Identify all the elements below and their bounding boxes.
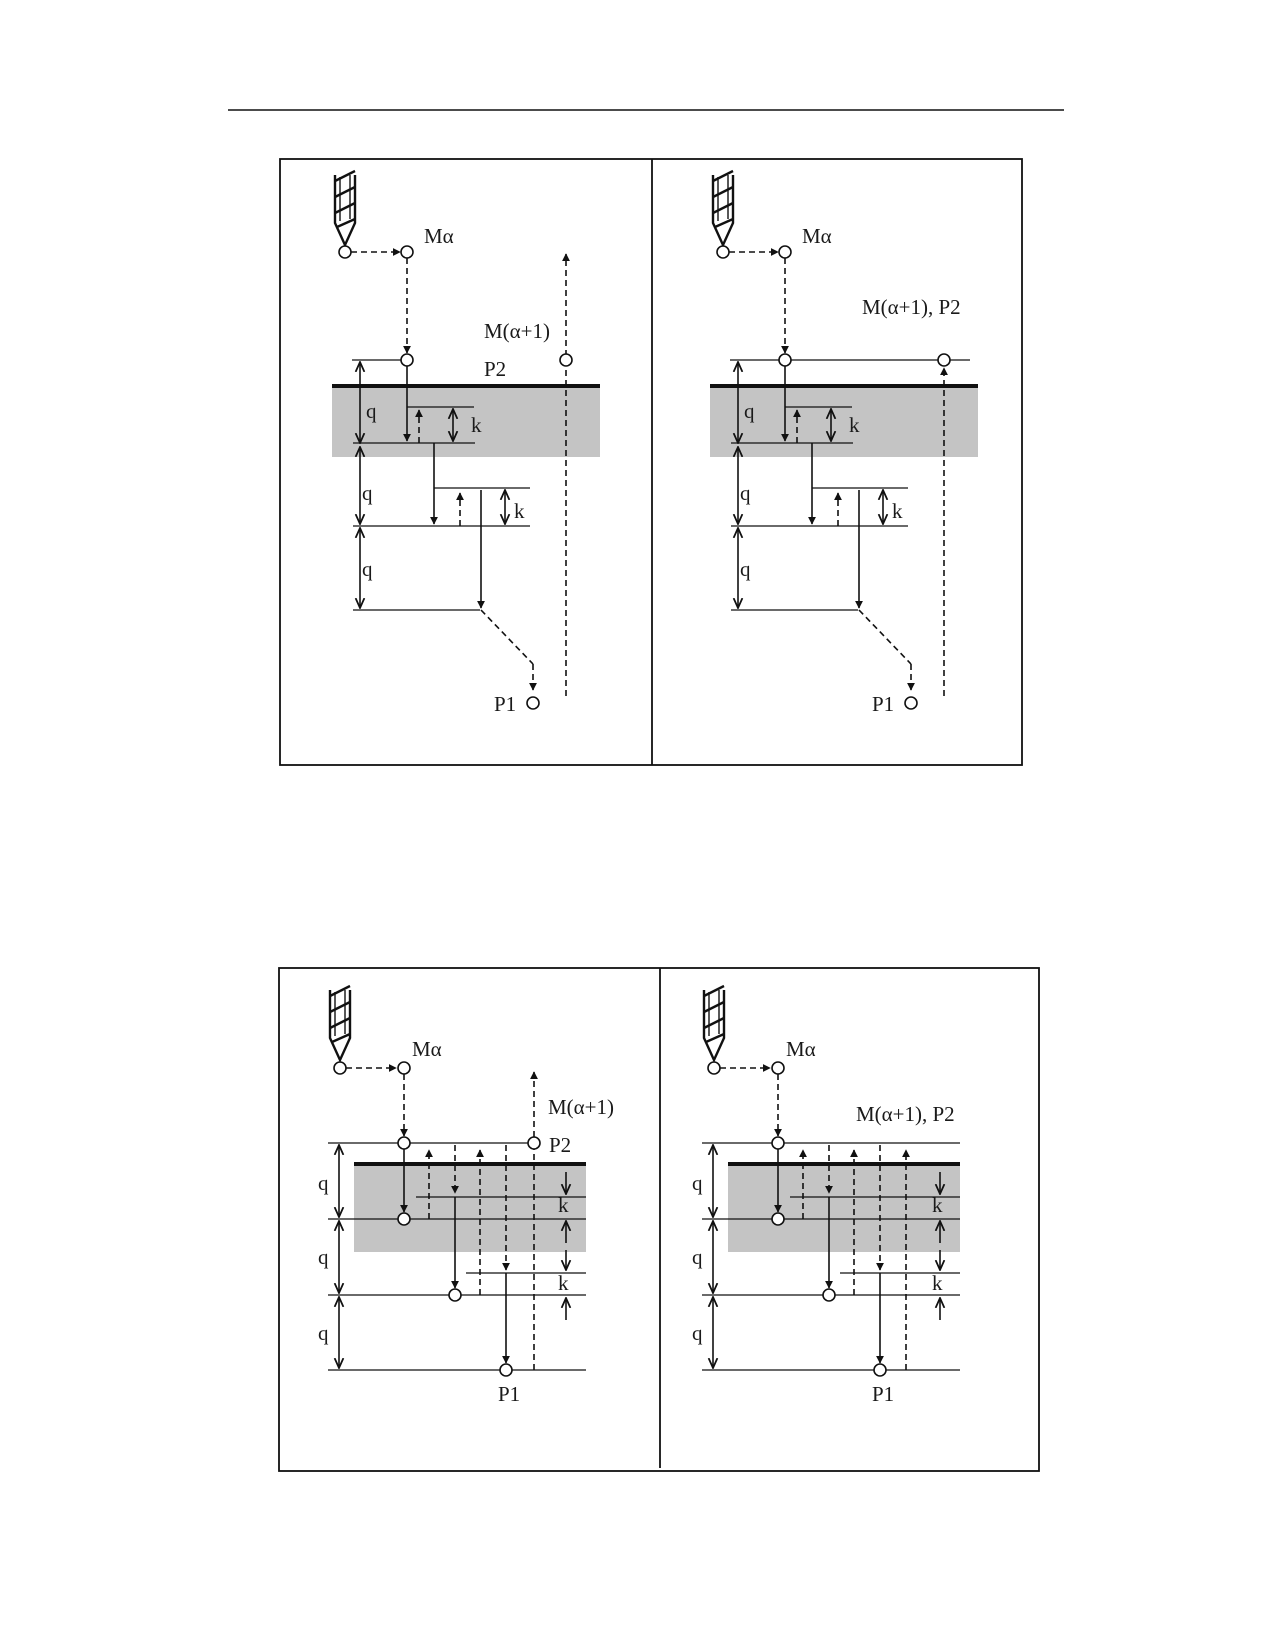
- label-k: k: [892, 499, 903, 523]
- fig1-right-panel: Mα M(α+1), P2 q q q k k: [710, 169, 978, 716]
- drill-icon: [711, 169, 735, 247]
- drill-icon: [328, 984, 352, 1062]
- start-point: [333, 1061, 347, 1075]
- figure-2-frame: [278, 967, 1040, 1472]
- figure-1-frame: [279, 158, 1023, 766]
- fig1-left-panel: Mα P2 q q q k k: [332, 169, 600, 716]
- point-p1: [526, 696, 540, 710]
- label-k: k: [558, 1271, 569, 1295]
- point-r: [400, 353, 414, 367]
- point-m-alpha: [397, 1061, 411, 1075]
- fig2-left-panel: Mα P2 M(α+1) q q q: [318, 984, 614, 1406]
- label-m-alpha-next-p2: M(α+1), P2: [856, 1102, 955, 1126]
- label-p1: P1: [872, 692, 894, 716]
- point-m-alpha-next-p2: [937, 353, 951, 367]
- label-m-alpha-next-p2: M(α+1), P2: [862, 295, 961, 319]
- point-p1: [873, 1363, 887, 1377]
- rapid-to-p1: [858, 609, 912, 665]
- workpiece: [728, 1164, 960, 1252]
- label-q: q: [740, 557, 751, 581]
- point-m-alpha: [778, 245, 792, 259]
- label-m-alpha: Mα: [786, 1037, 816, 1061]
- label-m-alpha-next: M(α+1): [484, 319, 550, 343]
- figure-1: Mα P2 q q q k k: [279, 158, 1023, 766]
- label-k: k: [849, 413, 860, 437]
- point-m-alpha: [771, 1061, 785, 1075]
- figure-2: Mα P2 M(α+1) q q q: [278, 967, 1040, 1472]
- label-k: k: [514, 499, 525, 523]
- workpiece: [354, 1164, 586, 1252]
- label-q: q: [318, 1245, 329, 1269]
- point-p1: [904, 696, 918, 710]
- label-p2: P2: [549, 1133, 571, 1157]
- label-m-alpha-next: M(α+1): [548, 1095, 614, 1119]
- label-q: q: [366, 399, 377, 423]
- label-m-alpha: Mα: [424, 224, 454, 248]
- point-depth: [397, 1212, 411, 1226]
- start-point: [338, 245, 352, 259]
- label-q: q: [318, 1171, 329, 1195]
- point-depth: [822, 1288, 836, 1302]
- label-k: k: [932, 1271, 943, 1295]
- point-depth: [448, 1288, 462, 1302]
- label-q: q: [362, 557, 373, 581]
- label-q: q: [692, 1171, 703, 1195]
- label-p1: P1: [494, 692, 516, 716]
- label-m-alpha: Mα: [412, 1037, 442, 1061]
- fig2-right-panel: Mα M(α+1), P2 q q q P1: [692, 984, 960, 1406]
- rapid-to-p1: [480, 609, 534, 665]
- label-q: q: [740, 481, 751, 505]
- point-m-alpha-next: [559, 353, 573, 367]
- label-q: q: [744, 399, 755, 423]
- start-point: [707, 1061, 721, 1075]
- label-k: k: [932, 1193, 943, 1217]
- point-p1: [499, 1363, 513, 1377]
- label-q: q: [692, 1245, 703, 1269]
- label-p2: P2: [484, 357, 506, 381]
- point-r: [771, 1136, 785, 1150]
- label-k: k: [471, 413, 482, 437]
- start-point: [716, 245, 730, 259]
- point-r: [397, 1136, 411, 1150]
- workpiece: [332, 386, 600, 457]
- label-p1: P1: [872, 1382, 894, 1406]
- drill-icon: [702, 984, 726, 1062]
- point-m-alpha-next: [527, 1136, 541, 1150]
- label-q: q: [692, 1321, 703, 1345]
- label-q: q: [362, 481, 373, 505]
- point-depth: [771, 1212, 785, 1226]
- workpiece: [710, 386, 978, 457]
- point-m-alpha: [400, 245, 414, 259]
- label-p1: P1: [498, 1382, 520, 1406]
- label-q: q: [318, 1321, 329, 1345]
- drill-icon: [333, 169, 357, 247]
- label-m-alpha: Mα: [802, 224, 832, 248]
- label-k: k: [558, 1193, 569, 1217]
- point-r: [778, 353, 792, 367]
